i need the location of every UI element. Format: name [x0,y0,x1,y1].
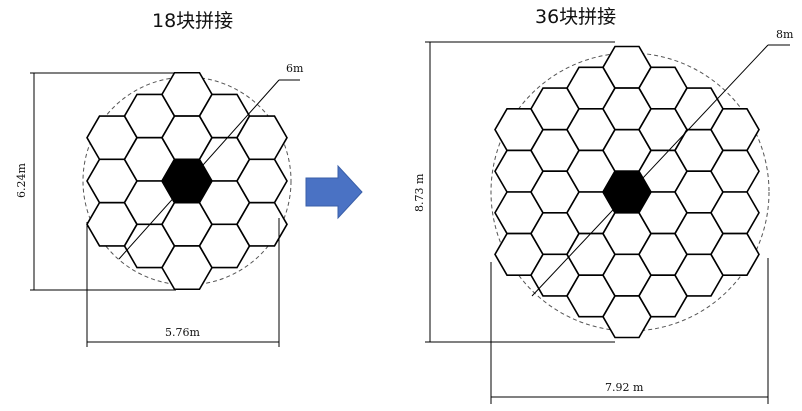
right-width-label: 7.92 m [605,381,644,394]
mirror-segment-hex [236,201,288,247]
mirror-segment-hex [710,232,760,276]
left-width-label: 5.76m [165,326,200,339]
left-diameter-line [118,79,280,260]
left-title: 18块拼接 [152,10,233,32]
right-mirror-group: 36块拼接 8m 8.73 m 7.92 m [413,6,794,404]
right-diameter-line [531,44,769,297]
left-hex-segments [86,71,288,291]
transition-arrow [305,164,363,220]
left-diameter-label: 6m [286,62,304,75]
right-hex-segments [494,45,760,339]
left-mirror-group: 18块拼接 6m 6.24m 5.76m [15,10,304,347]
right-height-label: 8.73 m [413,173,426,212]
right-title: 36块拼接 [535,6,616,28]
right-diameter-label: 8m [776,28,794,41]
left-height-label: 6.24m [15,163,28,198]
